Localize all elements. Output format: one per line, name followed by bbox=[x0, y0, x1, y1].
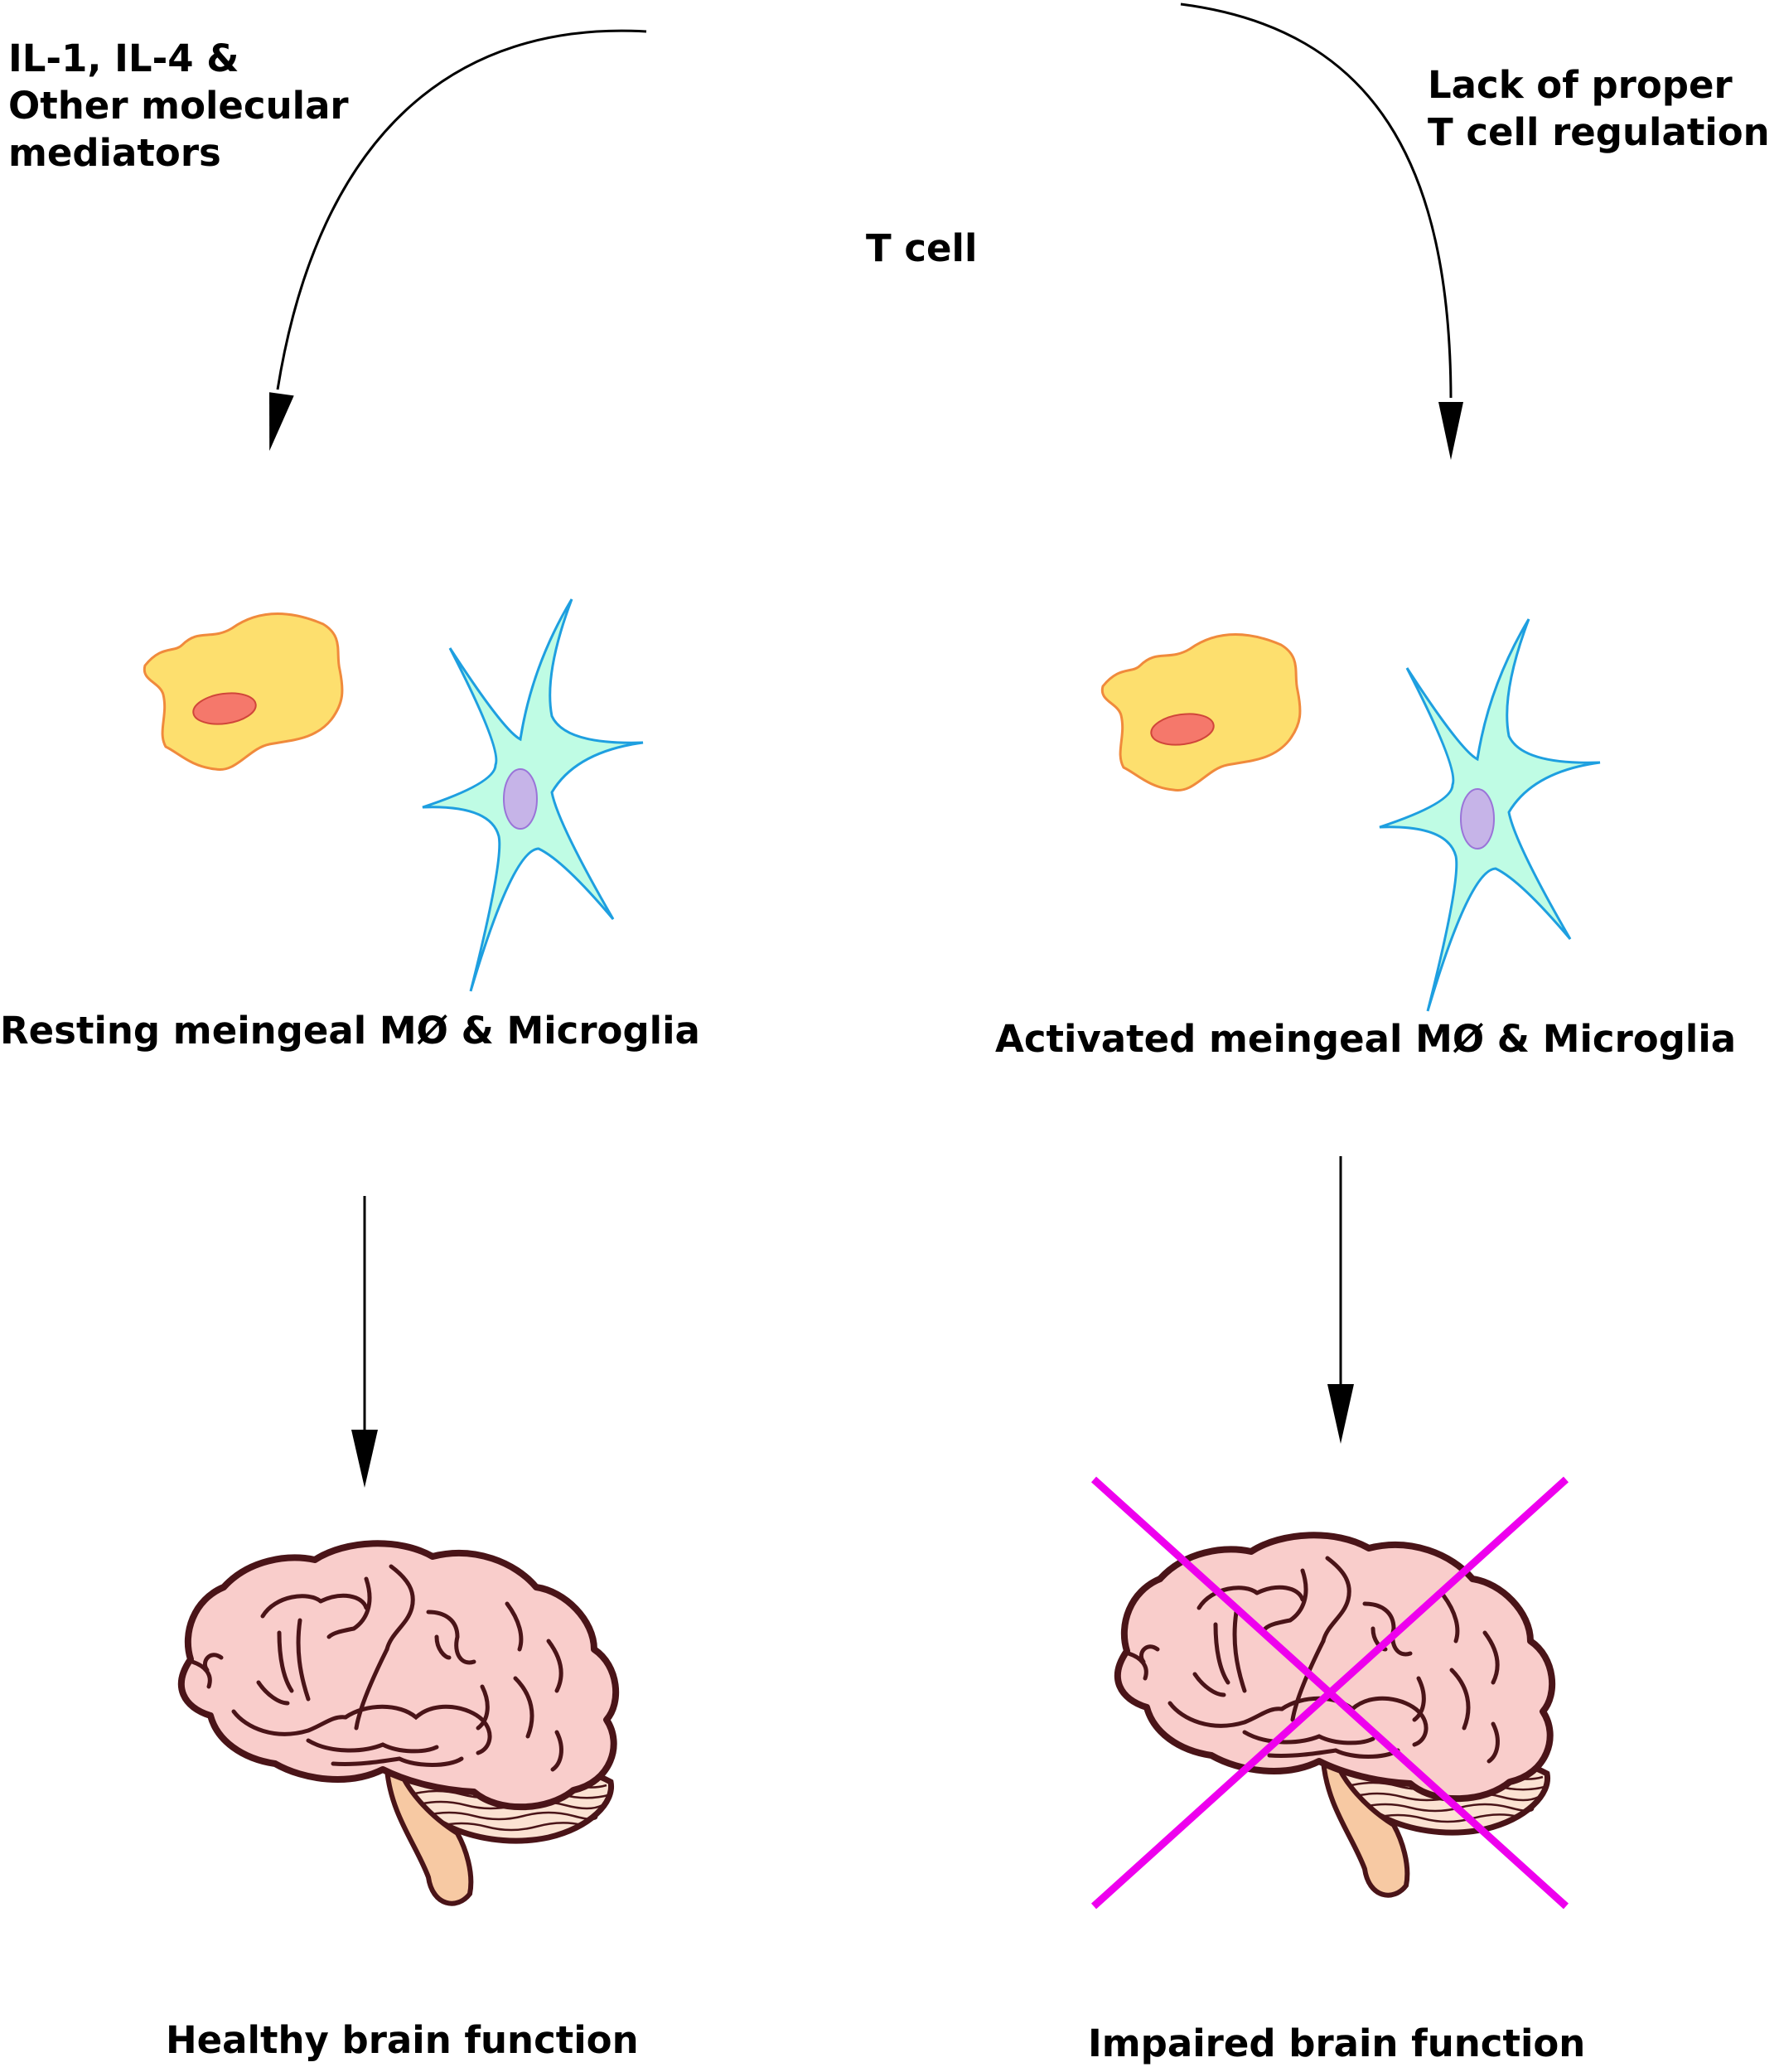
activated-cells-label: Activated meingeal MØ & Microglia bbox=[995, 1017, 1737, 1061]
regulation-label-line2: T cell regulation bbox=[1428, 110, 1770, 154]
left-microglia-cell-icon bbox=[421, 598, 645, 993]
impaired-brain-label: Impaired brain function bbox=[1088, 2021, 1586, 2065]
tcell-label: T cell bbox=[866, 226, 978, 270]
right-down-arrow bbox=[1327, 1156, 1354, 1444]
left-brain-icon bbox=[181, 1543, 616, 1903]
mediators-label: IL-1, IL-4 & Other molecular mediators bbox=[8, 35, 349, 177]
regulation-label-line1: Lack of proper bbox=[1428, 63, 1733, 107]
regulation-label: Lack of proper T cell regulation bbox=[1428, 61, 1770, 156]
left-down-arrow bbox=[351, 1196, 378, 1488]
right-macrophage-cell-icon bbox=[1100, 633, 1302, 792]
mediators-label-line1: IL-1, IL-4 & bbox=[8, 36, 239, 80]
mediators-label-line2: Other molecular bbox=[8, 84, 349, 128]
healthy-brain-label: Healthy brain function bbox=[166, 2018, 639, 2062]
left-macrophage-cell-icon bbox=[143, 612, 344, 772]
right-microglia-cell-icon bbox=[1378, 617, 1602, 1013]
mediators-label-line3: mediators bbox=[8, 131, 221, 175]
resting-cells-label: Resting meingeal MØ & Microglia bbox=[0, 1009, 700, 1053]
right-curved-arrow bbox=[1180, 2, 1463, 460]
right-brain-icon bbox=[1118, 1535, 1552, 1895]
left-curved-arrow bbox=[269, 29, 647, 451]
cross-out-icon bbox=[1090, 1476, 1569, 1910]
